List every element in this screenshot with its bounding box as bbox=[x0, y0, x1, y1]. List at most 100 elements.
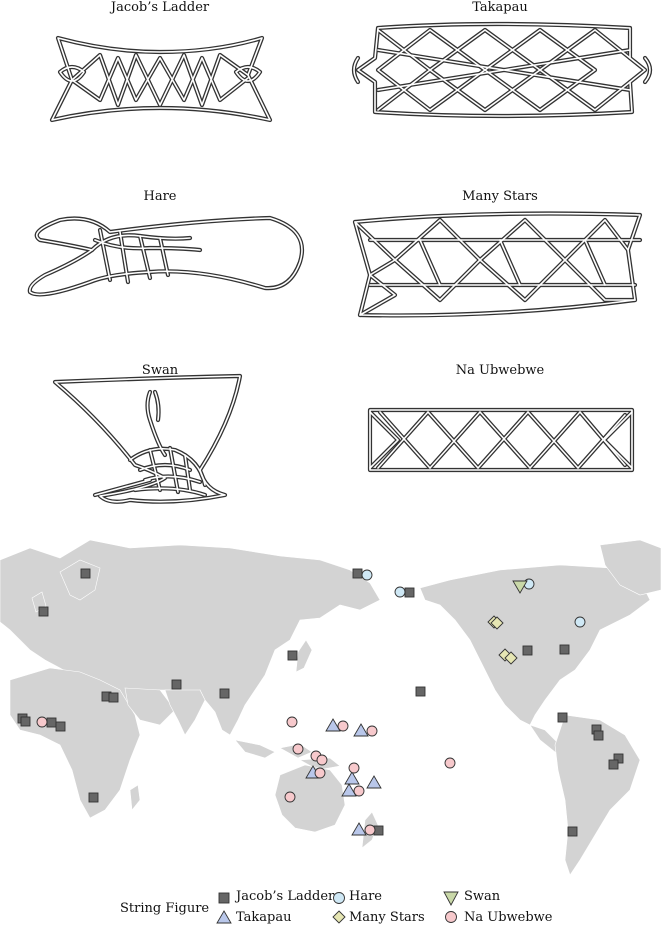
marker-na-ubwebwe bbox=[292, 743, 304, 755]
drawing-swan bbox=[52, 373, 243, 504]
marker-na-ubwebwe bbox=[444, 757, 456, 769]
marker-swan bbox=[512, 580, 528, 594]
drawing-hare bbox=[27, 215, 305, 297]
legend-label-swan: Swan bbox=[464, 889, 501, 904]
legend-marker-jacobs-ladder bbox=[218, 892, 230, 904]
string-highlight bbox=[564, 219, 636, 301]
drawing-na-ubwebwe bbox=[367, 407, 635, 473]
legend-label-many-stars: Many Stars bbox=[349, 910, 425, 925]
marker-jacobs-ladder bbox=[557, 712, 568, 723]
string-highlight bbox=[51, 37, 271, 121]
marker-jacobs-ladder bbox=[80, 568, 91, 579]
marker-jacobs-ladder bbox=[287, 650, 298, 661]
legend-marker-na-ubwebwe bbox=[445, 911, 457, 923]
marker-jacobs-ladder bbox=[522, 645, 533, 656]
marker-jacobs-ladder bbox=[88, 792, 99, 803]
legend-label-na-ubwebwe: Na Ubwebwe bbox=[464, 910, 553, 925]
string-highlight bbox=[353, 57, 359, 83]
markers-hare bbox=[361, 569, 586, 628]
title-swan: Swan bbox=[141, 363, 179, 378]
string-highlight bbox=[369, 239, 641, 286]
legend-title: String Figure bbox=[120, 901, 210, 916]
string-highlight bbox=[71, 57, 249, 101]
marker-jacobs-ladder bbox=[352, 568, 363, 579]
marker-many-stars bbox=[490, 616, 504, 630]
title-jacobs-ladder: Jacob’s Ladder bbox=[110, 0, 210, 15]
string-highlight bbox=[154, 391, 160, 421]
marker-takapau bbox=[344, 771, 360, 785]
marker-takapau bbox=[325, 718, 341, 732]
world-map bbox=[0, 539, 661, 876]
string-highlight bbox=[379, 411, 626, 469]
marker-jacobs-ladder bbox=[219, 688, 230, 699]
string-highlight bbox=[71, 54, 249, 106]
marker-hare bbox=[574, 616, 586, 628]
land-indonesia bbox=[234, 739, 341, 771]
marker-na-ubwebwe bbox=[353, 785, 365, 797]
markers-takapau bbox=[305, 718, 382, 836]
land-arabia bbox=[124, 687, 176, 726]
title-na-ubwebwe: Na Ubwebwe bbox=[455, 363, 545, 378]
land-greenland bbox=[599, 539, 661, 596]
legend-markers bbox=[216, 891, 459, 924]
title-hare: Hare bbox=[143, 189, 177, 204]
marker-jacobs-ladder bbox=[20, 716, 31, 727]
marker-jacobs-ladder bbox=[108, 692, 119, 703]
markers-na-ubwebwe bbox=[36, 716, 456, 836]
marker-jacobs-ladder bbox=[171, 679, 182, 690]
marker-na-ubwebwe bbox=[36, 716, 48, 728]
string-highlight bbox=[94, 479, 151, 496]
string-highlight bbox=[429, 29, 596, 111]
string-highlight bbox=[54, 375, 241, 503]
marker-jacobs-ladder bbox=[55, 721, 66, 732]
markers-many-stars bbox=[487, 615, 518, 665]
land-india bbox=[164, 689, 206, 736]
string-highlight bbox=[354, 221, 396, 316]
legend-label-jacobs-ladder: Jacob’s Ladder bbox=[236, 889, 335, 904]
marker-takapau bbox=[366, 775, 382, 789]
markers-jacobs-ladder bbox=[17, 568, 624, 837]
marker-jacobs-ladder bbox=[46, 717, 57, 728]
marker-jacobs-ladder bbox=[559, 644, 570, 655]
marker-jacobs-ladder bbox=[593, 730, 604, 741]
marker-jacobs-ladder bbox=[415, 686, 426, 697]
land-africa bbox=[9, 667, 141, 819]
string-highlight bbox=[369, 411, 399, 469]
string-highlight bbox=[59, 66, 85, 82]
legend-marker-hare bbox=[333, 892, 345, 904]
marker-jacobs-ladder bbox=[613, 753, 624, 764]
marker-na-ubwebwe bbox=[286, 716, 298, 728]
marker-takapau bbox=[353, 723, 369, 737]
legend-marker-takapau bbox=[216, 910, 232, 924]
title-many-stars: Many Stars bbox=[462, 189, 538, 204]
string-highlight bbox=[377, 411, 626, 469]
land-madagascar bbox=[129, 784, 141, 811]
legend-marker-swan bbox=[443, 891, 459, 906]
string-figures bbox=[27, 21, 653, 504]
marker-na-ubwebwe bbox=[316, 754, 328, 766]
legend-marker-many-stars bbox=[332, 910, 346, 924]
marker-na-ubwebwe bbox=[364, 824, 376, 836]
marker-many-stars bbox=[504, 651, 518, 665]
marker-takapau bbox=[351, 822, 367, 836]
title-takapau: Takapau bbox=[472, 0, 528, 15]
markers-swan bbox=[512, 580, 528, 594]
string-highlight bbox=[377, 49, 631, 91]
string-highlight bbox=[235, 66, 261, 82]
legend-label-takapau: Takapau bbox=[236, 910, 292, 925]
marker-na-ubwebwe bbox=[348, 762, 360, 774]
marker-takapau bbox=[341, 783, 357, 797]
legend-label-hare: Hare bbox=[349, 889, 382, 904]
marker-na-ubwebwe bbox=[337, 720, 349, 732]
marker-na-ubwebwe bbox=[284, 791, 296, 803]
marker-hare bbox=[361, 569, 373, 581]
string-highlight bbox=[369, 409, 633, 471]
string-highlight bbox=[357, 23, 646, 117]
string-highlight bbox=[99, 229, 169, 283]
marker-jacobs-ladder bbox=[567, 826, 578, 837]
map-markers bbox=[17, 568, 624, 837]
marker-jacobs-ladder bbox=[608, 759, 619, 770]
string-highlight bbox=[644, 57, 651, 83]
marker-na-ubwebwe bbox=[314, 767, 326, 779]
